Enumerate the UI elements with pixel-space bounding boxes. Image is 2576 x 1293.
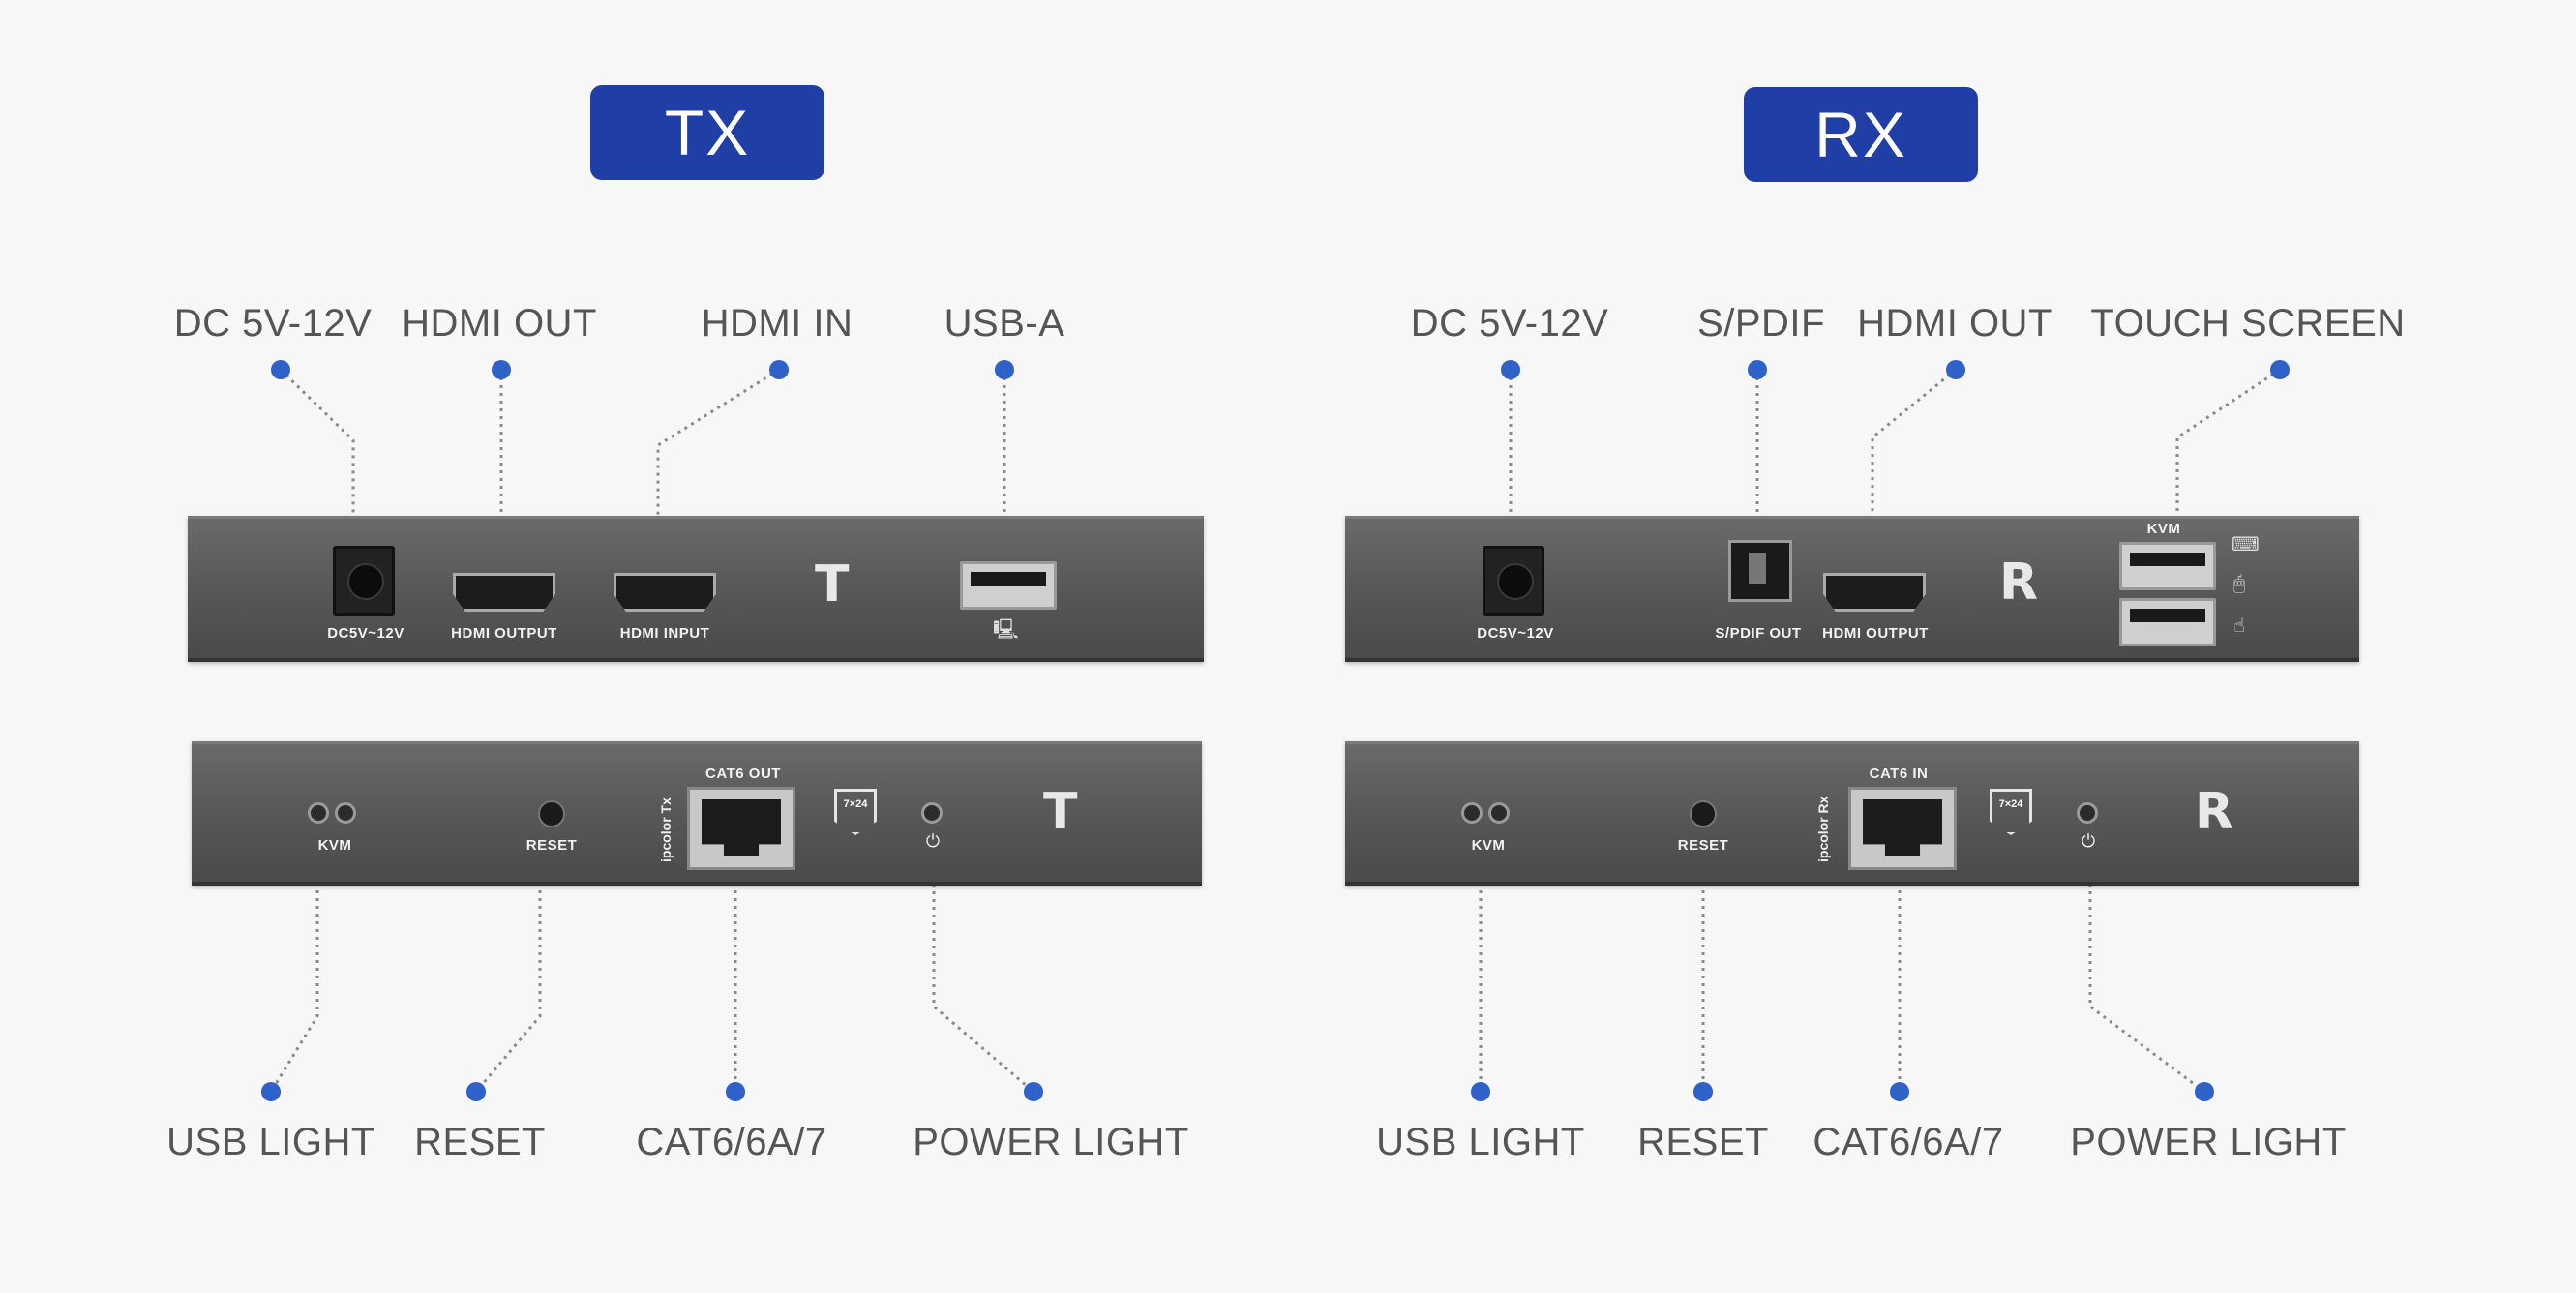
tx-dot-hdmi-out bbox=[492, 360, 511, 379]
rx-reset-label: RESET bbox=[1677, 837, 1729, 854]
rx-kvm-back-label: KVM bbox=[1471, 837, 1506, 854]
tx-kvm-led-1 bbox=[308, 802, 329, 824]
tx-callout-hdmi-out: HDMI OUT bbox=[402, 302, 597, 345]
rx-shield-badge: 7×24 bbox=[1990, 789, 2032, 835]
tx-dot-dc bbox=[271, 360, 290, 379]
tx-kvm-led-2 bbox=[335, 802, 356, 824]
tx-kvm-label: KVM bbox=[317, 837, 352, 854]
tx-dc-label: DC5V~12V bbox=[327, 625, 404, 642]
tx-hdmi-out-port bbox=[453, 573, 555, 612]
rx-logo: R bbox=[1999, 554, 2039, 612]
tx-power-led bbox=[921, 802, 943, 824]
tx-callout-hdmi-in: HDMI IN bbox=[701, 302, 854, 345]
rx-reset-button bbox=[1690, 800, 1717, 827]
rx-hdmi-out-port bbox=[1823, 573, 1926, 612]
rx-hdmi-out-label: HDMI OUTPUT bbox=[1822, 625, 1929, 642]
tx-callout-usb-light: USB LIGHT bbox=[166, 1121, 375, 1163]
touch-icon: ☝ bbox=[2233, 616, 2246, 637]
rx-back-panel: KVM RESET CAT6 IN ipcolor Rx 7×24 ⏻ R bbox=[1345, 741, 2359, 886]
rx-vertical-label: ipcolor Rx bbox=[1815, 796, 1831, 862]
rx-callout-cat: CAT6/6A/7 bbox=[1812, 1121, 2004, 1163]
rx-front-panel: DC5V~12V S/PDIF OUT HDMI OUTPUT R KVM ⌨ … bbox=[1345, 516, 2359, 662]
tx-dot-power-light bbox=[1024, 1082, 1043, 1101]
rx-usb-port-2 bbox=[2119, 598, 2216, 646]
rx-dot-spdif bbox=[1748, 360, 1767, 379]
rx-dot-cat bbox=[1890, 1082, 1909, 1101]
power-icon: ⏻ bbox=[925, 831, 941, 851]
tx-badge: TX bbox=[590, 85, 824, 180]
tx-front-panel: DC5V~12V HDMI OUTPUT HDMI INPUT T 🖳 bbox=[188, 516, 1204, 662]
rx-back-logo: R bbox=[2195, 783, 2234, 841]
tx-callout-dc: DC 5V-12V bbox=[173, 302, 373, 345]
rx-rj45-port bbox=[1848, 787, 1957, 870]
tx-back-logo: T bbox=[1043, 783, 1078, 841]
tx-callout-reset: RESET bbox=[414, 1121, 546, 1163]
tx-callout-usb-a: USB-A bbox=[944, 302, 1065, 345]
rx-kvm-led-2 bbox=[1488, 802, 1510, 824]
tx-shield-badge: 7×24 bbox=[834, 789, 877, 835]
tx-hdmi-in-port bbox=[614, 573, 716, 612]
tx-dot-cat bbox=[726, 1082, 745, 1101]
tx-dot-usb-light bbox=[261, 1082, 281, 1101]
tx-reset-label: RESET bbox=[525, 837, 578, 854]
rx-callout-touch-screen: TOUCH SCREEN bbox=[2090, 302, 2406, 345]
rx-dot-hdmi-out bbox=[1946, 360, 1965, 379]
tx-callout-cat: CAT6/6A/7 bbox=[636, 1121, 827, 1163]
tx-reset-button bbox=[538, 800, 565, 827]
tx-cat-label: CAT6 OUT bbox=[705, 766, 781, 782]
tx-hdmi-out-label: HDMI OUTPUT bbox=[451, 625, 557, 642]
tx-vertical-label: ipcolor Tx bbox=[658, 797, 674, 862]
rx-dot-usb-light bbox=[1471, 1082, 1490, 1101]
rx-cat-label: CAT6 IN bbox=[1869, 766, 1929, 782]
tx-callout-power-light: POWER LIGHT bbox=[913, 1121, 1189, 1163]
rx-dot-dc bbox=[1501, 360, 1520, 379]
rx-usb-port-1 bbox=[2119, 542, 2216, 590]
rx-dot-power-light bbox=[2195, 1082, 2214, 1101]
rx-callout-spdif: S/PDIF bbox=[1697, 302, 1825, 345]
tx-dot-hdmi-in bbox=[769, 360, 789, 379]
rx-power-led bbox=[2077, 802, 2098, 824]
power-icon: ⏻ bbox=[2081, 831, 2096, 851]
rx-kvm-led-1 bbox=[1461, 802, 1483, 824]
rx-kvm-label: KVM bbox=[2146, 521, 2181, 537]
tx-back-panel: KVM RESET CAT6 OUT ipcolor Tx 7×24 ⏻ T bbox=[192, 741, 1202, 886]
tx-dot-usb-a bbox=[995, 360, 1014, 379]
tx-hdmi-in-label: HDMI INPUT bbox=[619, 625, 710, 642]
rx-callout-reset: RESET bbox=[1637, 1121, 1769, 1163]
rx-callout-dc: DC 5V-12V bbox=[1410, 302, 1609, 345]
mouse-icon: 🖱 bbox=[2233, 573, 2245, 594]
tx-dot-reset bbox=[466, 1082, 486, 1101]
monitor-icon: 🖳 bbox=[993, 619, 1019, 641]
tx-dc-jack bbox=[333, 546, 395, 616]
rx-badge: RX bbox=[1744, 87, 1978, 182]
rx-callout-hdmi-out: HDMI OUT bbox=[1857, 302, 2052, 345]
rx-dot-reset bbox=[1693, 1082, 1713, 1101]
rx-callout-usb-light: USB LIGHT bbox=[1376, 1121, 1585, 1163]
rx-dc-jack bbox=[1483, 546, 1544, 616]
rx-dc-label: DC5V~12V bbox=[1477, 625, 1554, 642]
rx-callout-power-light: POWER LIGHT bbox=[2070, 1121, 2347, 1163]
rx-spdif-label: S/PDIF OUT bbox=[1715, 625, 1802, 642]
tx-usb-a-port bbox=[960, 561, 1057, 610]
keyboard-icon: ⌨ bbox=[2232, 534, 2260, 556]
rx-dot-touch-screen bbox=[2270, 360, 2290, 379]
tx-rj45-port bbox=[687, 787, 795, 870]
tx-logo: T bbox=[815, 556, 850, 614]
rx-spdif-port bbox=[1728, 540, 1792, 602]
